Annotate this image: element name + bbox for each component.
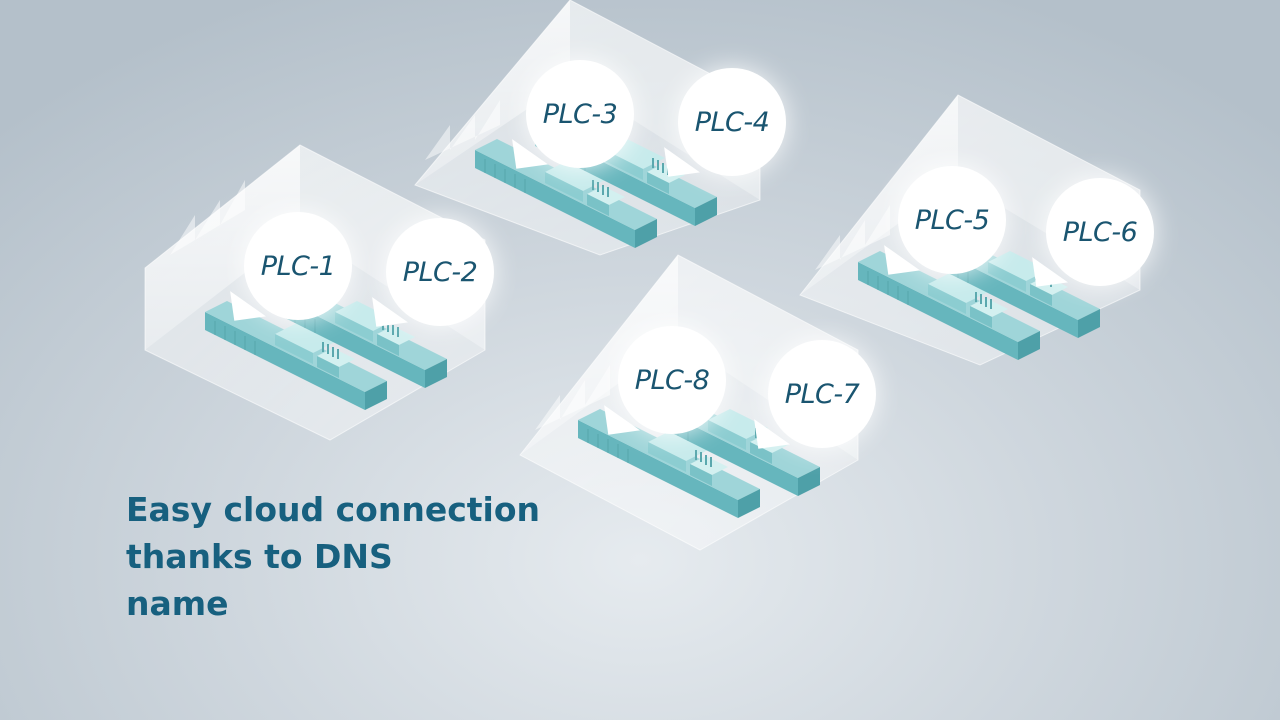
plc-1-bubble: PLC-1 bbox=[230, 212, 352, 321]
bubble-tail bbox=[372, 291, 418, 327]
plc-5-bubble: PLC-5 bbox=[884, 166, 1006, 275]
plc-6-label: PLC-6 bbox=[1062, 216, 1138, 248]
bubble-tail bbox=[230, 285, 276, 321]
plc-5-label: PLC-5 bbox=[914, 204, 990, 236]
caption-line-2: thanks to DNS bbox=[126, 537, 393, 576]
plc-1-label: PLC-1 bbox=[260, 250, 336, 282]
plc-4-label: PLC-4 bbox=[694, 106, 770, 138]
plc-8-label: PLC-8 bbox=[634, 364, 710, 396]
plc-3-label: PLC-3 bbox=[542, 98, 618, 130]
plc-2-label: PLC-2 bbox=[402, 256, 478, 288]
caption-line-3: name bbox=[126, 584, 229, 623]
bubble-tail bbox=[512, 133, 558, 169]
plc-4-bubble: PLC-4 bbox=[664, 68, 786, 177]
plc-8-bubble: PLC-8 bbox=[604, 326, 726, 435]
bubble-tail bbox=[604, 399, 650, 435]
caption-line-1: Easy cloud connection bbox=[126, 490, 541, 529]
plc-6-bubble: PLC-6 bbox=[1032, 178, 1154, 287]
plc-7-label: PLC-7 bbox=[784, 378, 860, 410]
bubble-tail bbox=[664, 141, 710, 177]
bubble-tail bbox=[884, 239, 930, 275]
caption: Easy cloud connection thanks to DNS name bbox=[126, 486, 586, 627]
bubble-tail bbox=[754, 413, 800, 449]
bubble-tail bbox=[1032, 251, 1078, 287]
plc-3-bubble: PLC-3 bbox=[512, 60, 634, 169]
plc-7-bubble: PLC-7 bbox=[754, 340, 876, 449]
plc-2-bubble: PLC-2 bbox=[372, 218, 494, 327]
